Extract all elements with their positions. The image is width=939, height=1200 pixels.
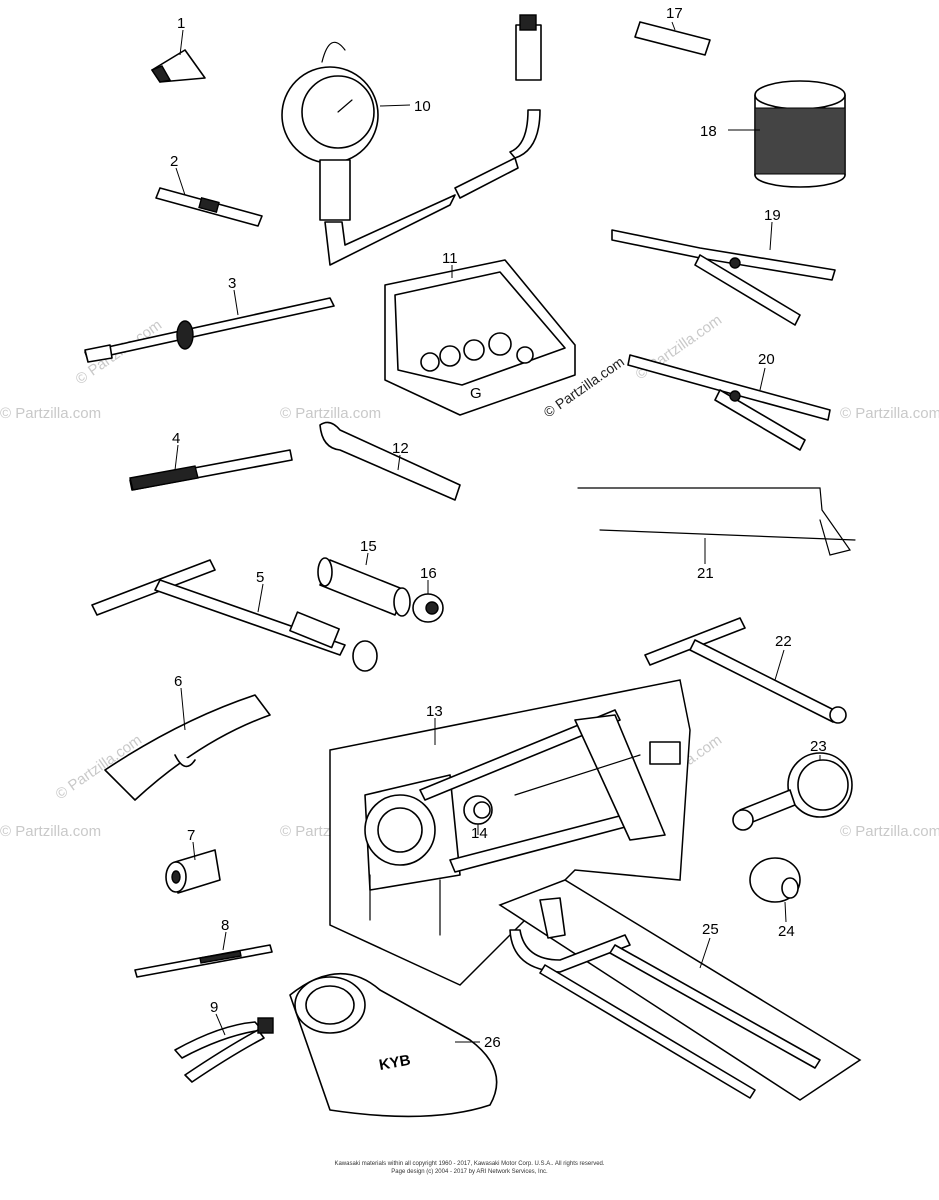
leader-lines [174,21,821,1043]
watermark-4: © Partzilla.com [0,823,101,840]
callout-2: 2 [170,153,178,170]
callout-10: 10 [414,98,431,115]
callout-21: 21 [697,565,714,582]
callout-26: 26 [484,1034,501,1051]
part-9-cutters [174,1017,274,1083]
part-11-tool-box: G [384,259,576,416]
callout-13: 13 [426,703,443,720]
part-19-pliers [611,229,836,326]
callout-23: 23 [810,738,827,755]
part-15-socket [317,557,411,617]
footer-line-2: Page design (c) 2004 - 2017 by ARI Netwo… [391,1169,548,1175]
part-4-handle-tool [129,449,293,491]
part-17-connector [634,21,711,56]
callout-3: 3 [228,275,236,292]
pouch-label: KYB [378,1052,412,1074]
part-12-hook-wrench [319,421,461,501]
part-16-nut [412,593,444,623]
part-6-tire-lever [104,694,271,801]
part-21-wire-rods [577,487,856,556]
callout-numbers: 1 2 3 4 5 6 7 8 9 10 11 12 13 14 15 16 1… [170,5,827,1051]
part-24-adapter [749,857,801,903]
part-26-pouch: KYB [289,972,498,1118]
callout-6: 6 [174,673,182,690]
callout-5: 5 [256,569,264,586]
tool-box-label: G [470,385,482,402]
part-8-pin [134,944,273,978]
callout-17: 17 [666,5,683,22]
part-2-drift-rod [155,187,263,227]
part-18-cylinder [754,80,846,188]
callout-22: 22 [775,633,792,650]
part-7-fitting [165,849,221,894]
part-1-tapered-plug [150,49,206,83]
footer-line-1: Kawasaki materials within all copyright … [334,1161,605,1167]
callout-16: 16 [420,565,437,582]
callout-15: 15 [360,538,377,555]
callout-9: 9 [210,999,218,1016]
callout-11: 11 [442,250,458,267]
callout-24: 24 [778,923,795,940]
watermark-6: © Partzilla.com [840,823,939,840]
part-20-pliers [627,354,831,451]
part-3-shaft-tool [84,297,335,363]
callout-1: 1 [177,15,185,32]
callout-8: 8 [221,917,229,934]
part-25-frame-tool [498,879,862,1101]
part-13-bearing-puller [329,679,691,986]
callout-4: 4 [172,430,180,447]
callout-20: 20 [758,351,775,368]
callout-25: 25 [702,921,719,938]
callout-12: 12 [392,440,409,457]
part-14-cap [463,795,493,825]
watermark-1: © Partzilla.com [0,405,101,422]
copyright-footer: Kawasaki materials within all copyright … [0,1160,939,1176]
callout-14: 14 [471,825,488,842]
callout-19: 19 [764,207,781,224]
callout-7: 7 [187,827,195,844]
part-5-t-handle [91,559,378,672]
part-10-compression-gauge [281,14,542,266]
watermark-2: © Partzilla.com [280,405,381,422]
callout-18: 18 [700,123,717,140]
watermark-3: © Partzilla.com [840,405,939,422]
part-23-pressure-gauge [732,752,853,831]
part-22-t-handle [644,617,847,724]
